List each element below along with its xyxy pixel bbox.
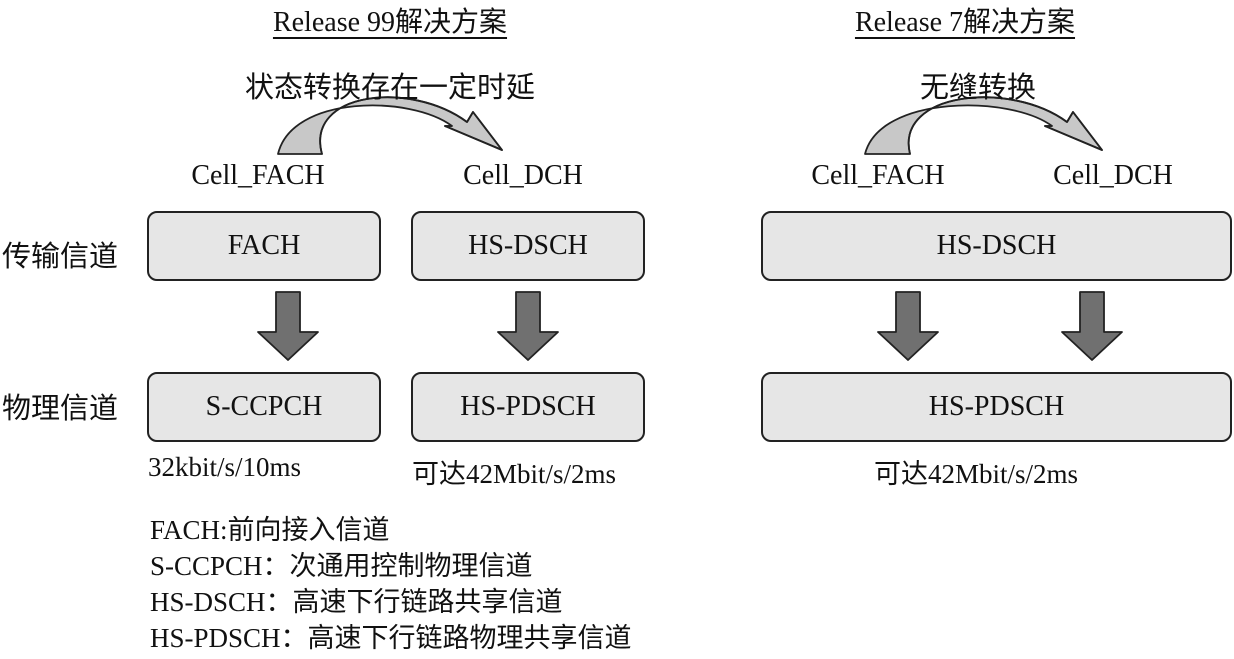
left-panel-heading: Release 99解决方案 <box>272 7 508 38</box>
left-transition-arrow <box>277 96 503 155</box>
left-panel-caption: 状态转换存在一定时延 <box>244 72 535 104</box>
down-arrow-hsdsch-left <box>497 291 559 361</box>
legend: FACH:前向接入信道 S-CCPCH：次通用控制物理信道 HS-DSCH：高速… <box>150 512 632 656</box>
row-label-physical: 物理信道 <box>2 393 119 425</box>
rate-s-ccpch: 32kbit/s/10ms <box>148 452 302 482</box>
box-hs-pdsch-right: HS-PDSCH <box>761 372 1232 442</box>
legend-item-fach: FACH:前向接入信道 <box>150 515 390 545</box>
down-arrow-hsdsch-right-2 <box>1061 291 1123 361</box>
left-state-cell-fach: Cell_FACH <box>191 160 325 191</box>
box-hs-dsch-left: HS-DSCH <box>411 211 645 281</box>
right-panel-caption: 无缝转换 <box>919 72 1036 104</box>
box-hs-dsch-right: HS-DSCH <box>761 211 1232 281</box>
down-arrow-fach <box>257 291 319 361</box>
box-hs-pdsch-left: HS-PDSCH <box>411 372 645 442</box>
row-label-transport: 传输信道 <box>2 241 119 273</box>
legend-item-hs-dsch: HS-DSCH：高速下行链路共享信道 <box>150 587 563 617</box>
legend-item-hs-pdsch: HS-PDSCH：高速下行链路物理共享信道 <box>150 623 632 653</box>
right-state-cell-dch: Cell_DCH <box>1053 160 1173 191</box>
left-state-cell-dch: Cell_DCH <box>463 160 583 191</box>
right-panel-heading: Release 7解决方案 <box>854 7 1076 38</box>
legend-item-s-ccpch: S-CCPCH：次通用控制物理信道 <box>150 551 533 581</box>
right-state-cell-fach: Cell_FACH <box>811 160 945 191</box>
down-arrow-hsdsch-right-1 <box>877 291 939 361</box>
rate-hs-pdsch-right: 可达42Mbit/s/2ms <box>874 459 1079 489</box>
box-fach: FACH <box>147 211 381 281</box>
right-transition-arrow <box>864 96 1103 155</box>
rate-hs-pdsch-left: 可达42Mbit/s/2ms <box>412 459 617 489</box>
box-s-ccpch: S-CCPCH <box>147 372 381 442</box>
